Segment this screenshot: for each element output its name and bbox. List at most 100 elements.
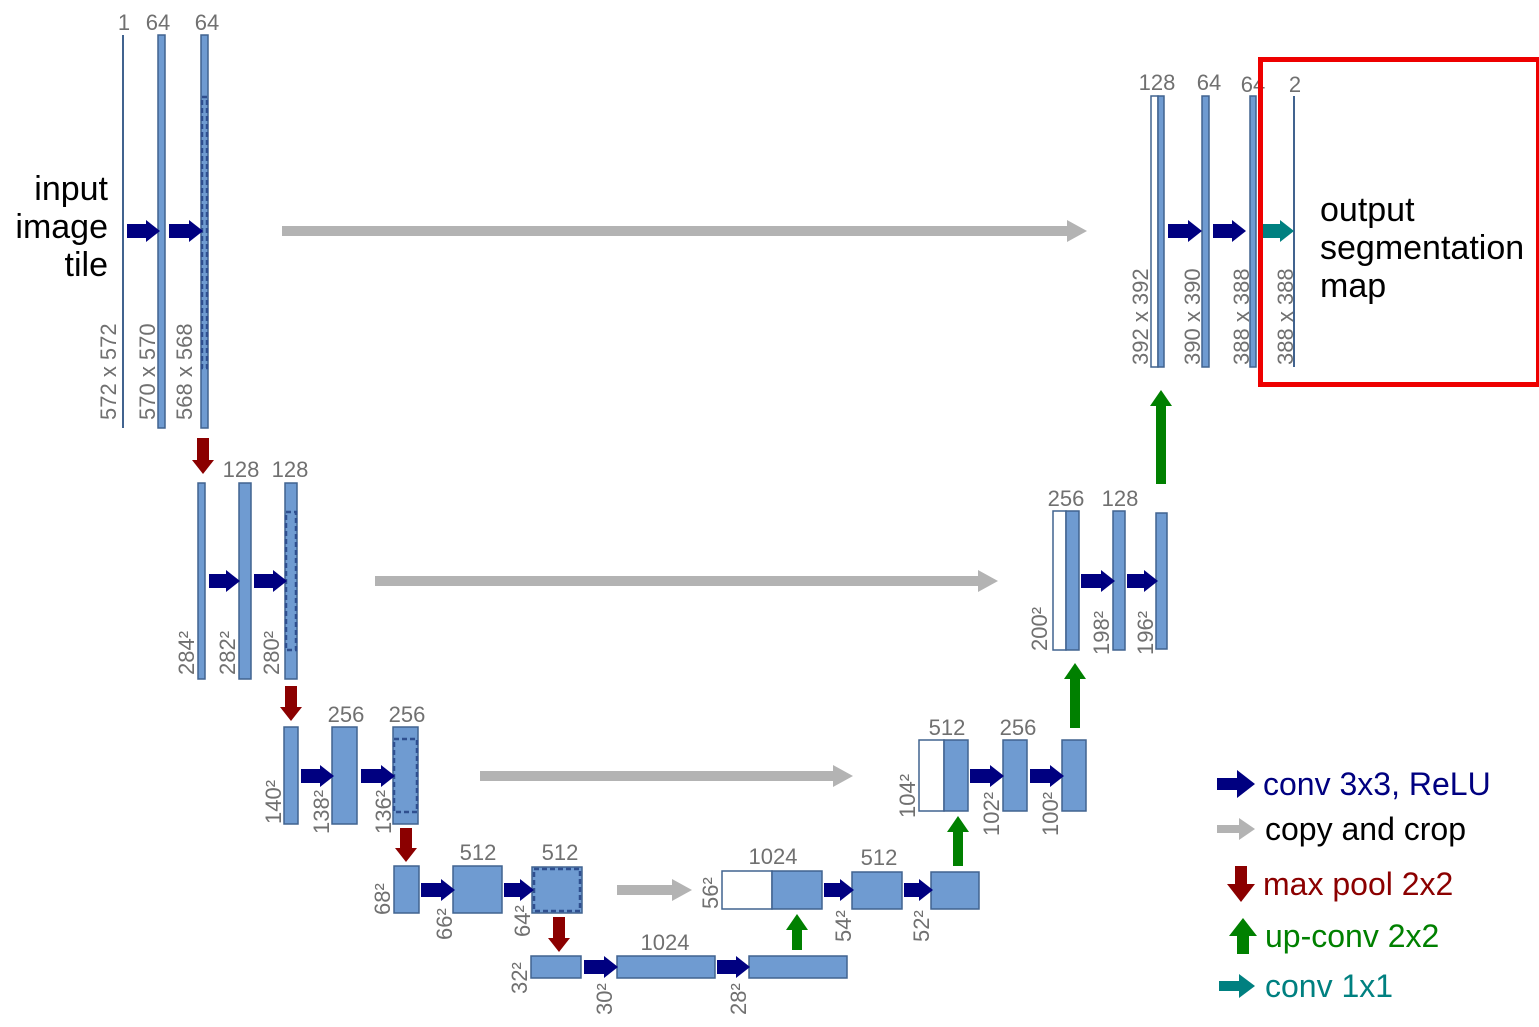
conv-arrow-1 (169, 220, 203, 242)
conv-arrow-5 (361, 765, 395, 787)
upconv-arrow-icon (1229, 918, 1257, 954)
conv-arrow-8 (584, 956, 618, 978)
conv1x1-arrow-icon (1219, 974, 1255, 998)
feature-map-e4b (452, 865, 503, 914)
feature-map-e3b (331, 726, 358, 825)
size-label-d1c: 388 x 388 (1229, 268, 1254, 365)
conv-arrow-16 (1168, 220, 1202, 242)
feature-map-d4c (930, 871, 980, 910)
legend-label-pool: max pool 2x2 (1263, 865, 1454, 902)
feature-map-d2a-copied-half (1052, 510, 1067, 651)
legend-icon-shape (1229, 918, 1257, 954)
legend-item-conv: conv 3x3, ReLU (1213, 766, 1491, 802)
feature-map-e3c (392, 726, 419, 825)
pool-arrow-24 (280, 686, 302, 721)
conv-arrow-13 (1030, 765, 1064, 787)
pool-arrow-26 (548, 917, 570, 952)
legend-icon-shape (1227, 866, 1255, 902)
feature-map-b3 (748, 955, 848, 979)
channel-label-d2a: 256 (1048, 486, 1085, 511)
conv-arrow-10 (824, 879, 854, 901)
conv-arrow-17 (1213, 220, 1246, 242)
channel-label-d3a: 512 (929, 715, 966, 740)
feature-map-e3a (283, 726, 299, 825)
size-label-d3c: 100² (1038, 792, 1063, 836)
size-label-d2b: 198² (1089, 611, 1114, 655)
size-label-e2b: 282² (215, 631, 240, 675)
channel-label-e1c: 64 (195, 10, 219, 35)
channel-label-e2b: 128 (223, 457, 260, 482)
size-label-d4a: 56² (698, 877, 723, 909)
feature-map-d1a (1157, 95, 1165, 368)
copy-arrow-icon (1217, 818, 1255, 840)
feature-map-d4b (851, 871, 903, 910)
conv-arrow-14 (1081, 570, 1115, 592)
channel-label-e4c: 512 (542, 840, 579, 865)
pool-arrow-icon (1227, 866, 1255, 902)
conv-arrow-7 (504, 879, 534, 901)
size-label-e2c: 280² (259, 631, 284, 675)
conv1x1-arrow-18 (1262, 220, 1294, 242)
feature-map-d1b (1201, 95, 1210, 368)
feature-map-d2a (1065, 510, 1080, 651)
upconv-arrow-30 (1150, 390, 1172, 484)
size-label-e1a: 572 x 572 (96, 323, 121, 420)
size-label-d4c: 52² (909, 910, 934, 942)
size-label-b2: 30² (592, 983, 617, 1015)
channel-label-d1a: 128 (1139, 70, 1176, 95)
size-label-b1: 32² (507, 962, 532, 994)
copy-arrow-19 (282, 220, 1087, 242)
size-label-e1b: 570 x 570 (135, 323, 160, 420)
output-highlight-box (1258, 57, 1539, 387)
feature-map-e4a (393, 865, 420, 914)
feature-map-b2 (616, 955, 716, 979)
channel-label-e1a: 1 (118, 10, 130, 35)
channel-label-d4b: 512 (861, 845, 898, 870)
legend-icon-shape (1219, 974, 1255, 998)
conv-arrow-4 (301, 765, 334, 787)
input-label-line-3: tile (64, 246, 108, 284)
feature-map-d3c (1061, 739, 1087, 812)
feature-map-d3a (943, 739, 969, 812)
conv-arrow-icon (1217, 770, 1255, 798)
pool-arrow-25 (395, 828, 417, 862)
feature-map-b1 (530, 955, 582, 979)
legend-label-conv1x1: conv 1x1 (1265, 967, 1394, 1004)
legend-icon-shape (1217, 818, 1255, 840)
size-label-e3b: 138² (309, 790, 334, 834)
legend-item-copy: copy and crop (1213, 811, 1466, 847)
legend-label-copy: copy and crop (1265, 810, 1467, 847)
channel-label-e1b: 64 (146, 10, 170, 35)
size-label-d2c: 196² (1133, 611, 1158, 655)
legend-label-upconv: up-conv 2x2 (1265, 917, 1440, 954)
copy-arrow-22 (617, 879, 692, 901)
size-label-e1c: 568 x 568 (172, 323, 197, 420)
size-label-e4a: 68² (370, 883, 395, 915)
channel-label-d2b: 128 (1102, 486, 1139, 511)
size-label-d2a: 200² (1027, 607, 1052, 651)
size-label-d3a: 104² (895, 774, 920, 818)
conv-arrow-6 (421, 879, 455, 901)
feature-map-e2b (238, 482, 252, 680)
conv-arrow-2 (209, 570, 240, 592)
upconv-arrow-29 (1064, 663, 1086, 728)
channel-label-e3b: 256 (328, 702, 365, 727)
feature-map-d3b (1002, 739, 1028, 812)
feature-map-d4a-copied-half (721, 870, 773, 910)
size-label-d4b: 54² (831, 910, 856, 942)
size-label-e4b: 66² (432, 908, 457, 940)
size-label-e3c: 136² (371, 790, 396, 834)
feature-map-e1c-crop-region (200, 95, 209, 370)
output-label-line-1: output (1320, 191, 1415, 229)
size-label-d1a: 392 x 392 (1128, 268, 1153, 365)
output-label-line-3: map (1320, 267, 1387, 305)
size-label-b3: 28² (726, 983, 751, 1015)
legend-item-conv1x1: conv 1x1 (1213, 968, 1393, 1004)
feature-map-d2b (1112, 510, 1126, 651)
feature-map-d3a-copied-half (918, 739, 945, 812)
channel-label-d1b: 64 (1197, 70, 1221, 95)
feature-map-e4c (531, 866, 583, 914)
conv-arrow-3 (254, 570, 287, 592)
